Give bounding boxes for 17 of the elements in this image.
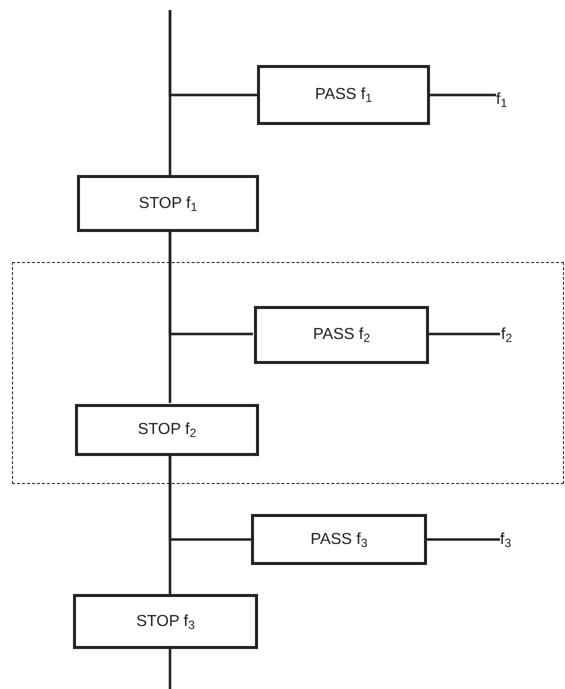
filter-box: STOP f$_{2}$ (75, 404, 259, 456)
connector-line (430, 94, 496, 96)
filter-box: PASS f$_{2}$ (254, 306, 429, 364)
connector-line (168, 232, 172, 403)
output-label: f$_{2}$ (501, 321, 525, 349)
connector-line (168, 649, 172, 689)
filter-box: STOP f$_{3}$ (73, 594, 258, 649)
connector-line (168, 455, 172, 594)
dashed-group-box (12, 262, 564, 484)
connector-line (168, 10, 172, 175)
filter-box: STOP f$_{1}$ (77, 175, 259, 232)
filter-box: PASS f$_{3}$ (251, 514, 427, 565)
connector-line (428, 332, 500, 336)
filter-box: PASS f$_{1}$ (257, 65, 430, 125)
output-label: f$_{3}$ (500, 526, 524, 554)
output-label: f$_{1}$ (496, 86, 520, 114)
connector-line (427, 538, 500, 541)
